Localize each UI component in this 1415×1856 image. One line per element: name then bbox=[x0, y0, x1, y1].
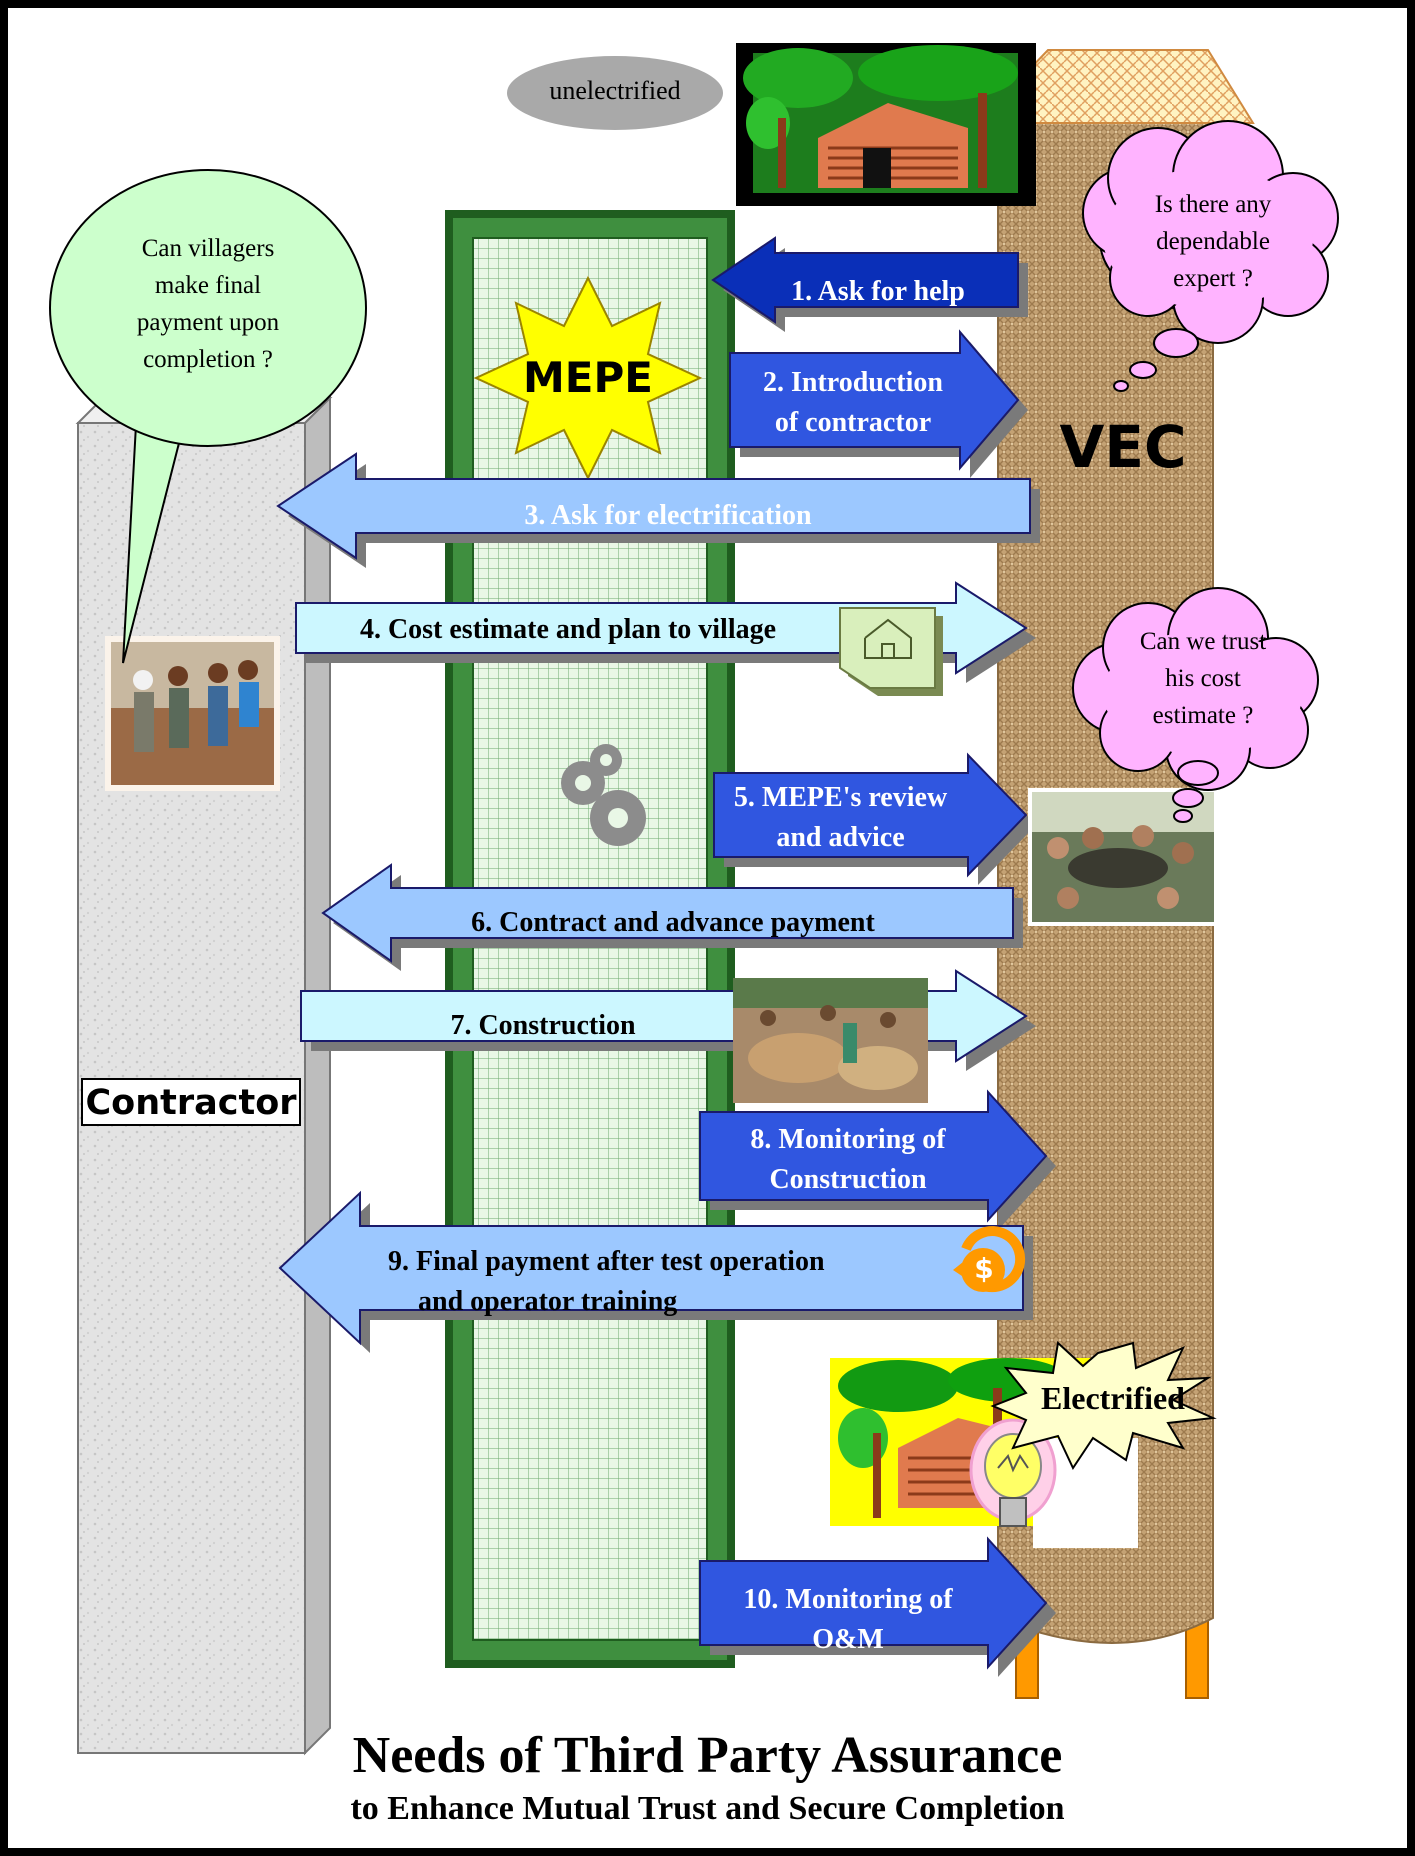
step-10-arrow bbox=[699, 1536, 1048, 1670]
construction-photo bbox=[733, 978, 928, 1103]
step-line: Construction bbox=[769, 1164, 927, 1195]
cloud-line: his cost bbox=[1165, 665, 1241, 692]
meeting-photo bbox=[1028, 788, 1218, 926]
contractor-question-bubble-text: Can villagers make final payment upon co… bbox=[88, 230, 328, 378]
step-5-arrow bbox=[713, 752, 1028, 878]
step-line: and operator training bbox=[418, 1286, 678, 1317]
contractor-column bbox=[75, 395, 333, 1756]
electrified-starburst bbox=[990, 1341, 1217, 1471]
unelectrified-house-picture bbox=[736, 43, 1036, 206]
vec-thought-cloud-fill-trust bbox=[1103, 631, 1303, 755]
lightbulb-icon bbox=[969, 1418, 1057, 1527]
contractor-label: Contractor bbox=[81, 1078, 301, 1126]
unelectrified-label: unelectrified bbox=[549, 76, 681, 105]
step-1-arrow bbox=[711, 236, 1019, 324]
diagram-canvas bbox=[49, 43, 1339, 1756]
step-9-arrow bbox=[278, 1190, 1024, 1346]
step-5-label: 5. MEPE's review and advice bbox=[708, 778, 973, 858]
bubble-line: completion ? bbox=[143, 346, 273, 373]
dollar-sign: $ bbox=[974, 1252, 994, 1285]
step-line: 9. Final payment after test operation bbox=[388, 1246, 825, 1277]
vec-expert-cloud-text: Is there any dependable expert ? bbox=[1113, 186, 1313, 297]
step-line: 2. Introduction bbox=[763, 367, 943, 398]
bubble-line: Can villagers bbox=[141, 235, 275, 262]
arrows-layer bbox=[276, 236, 1056, 1677]
step-4-label: 4. Cost estimate and plan to village bbox=[308, 610, 828, 650]
page-title: Needs of Third Party Assurance bbox=[352, 1727, 1063, 1784]
step-line: 3. Ask for electrification bbox=[524, 500, 812, 531]
page-subtitle: to Enhance Mutual Trust and Secure Compl… bbox=[350, 1790, 1065, 1827]
vec-trust-cloud-text: Can we trust his cost estimate ? bbox=[1103, 623, 1303, 734]
step-10-label: 10. Monitoring of O&M bbox=[708, 1580, 988, 1660]
cloud-line: dependable bbox=[1156, 228, 1270, 255]
electrified-label: Electrified bbox=[1041, 1380, 1185, 1416]
step-line: 6. Contract and advance payment bbox=[471, 907, 875, 938]
step-6-label: 6. Contract and advance payment bbox=[388, 903, 958, 943]
step-7-label: 7. Construction bbox=[398, 1006, 688, 1046]
cloud-line: Is there any bbox=[1154, 191, 1272, 218]
step-2-arrow bbox=[729, 329, 1020, 471]
step-line: 10. Monitoring of bbox=[743, 1584, 953, 1615]
contractor-speech-bubble bbox=[49, 169, 367, 664]
cloud-line: Can we trust bbox=[1139, 628, 1267, 655]
mepe-label: MEPE bbox=[523, 353, 653, 402]
house-icon bbox=[839, 607, 943, 696]
contractor-workers-photo bbox=[105, 636, 280, 791]
step-1-label: 1. Ask for help bbox=[768, 272, 988, 312]
vec-label: VEC bbox=[1059, 413, 1187, 481]
step-line: 1. Ask for help bbox=[791, 276, 965, 307]
step-8-arrow bbox=[699, 1089, 1048, 1223]
step-line: and advice bbox=[776, 822, 905, 853]
step-line: 5. MEPE's review bbox=[733, 782, 948, 813]
step-line: 4. Cost estimate and plan to village bbox=[359, 614, 777, 645]
step-3-label: 3. Ask for electrification bbox=[338, 496, 998, 536]
step-line: of contractor bbox=[774, 407, 932, 438]
step-6-arrow bbox=[321, 863, 1014, 963]
vec-thought-cloud-fill-expert bbox=[1103, 168, 1313, 308]
bubble-line: payment upon bbox=[136, 309, 280, 336]
step-8-label: 8. Monitoring of Construction bbox=[708, 1120, 988, 1200]
step-line: O&M bbox=[812, 1624, 884, 1655]
step-9-label: 9. Final payment after test operation an… bbox=[338, 1242, 938, 1322]
bubble-line: make final bbox=[154, 272, 262, 299]
cloud-line: expert ? bbox=[1173, 265, 1253, 292]
step-line: 7. Construction bbox=[450, 1010, 636, 1041]
step-line: 8. Monitoring of bbox=[750, 1124, 946, 1155]
unelectrified-label-ellipse bbox=[507, 56, 723, 130]
step-3-arrow bbox=[276, 452, 1031, 560]
dollar-icon bbox=[953, 1226, 1026, 1293]
step-2-label: 2. Introduction of contractor bbox=[728, 363, 978, 443]
gears-icon bbox=[561, 744, 646, 846]
cloud-line: estimate ? bbox=[1152, 702, 1254, 729]
